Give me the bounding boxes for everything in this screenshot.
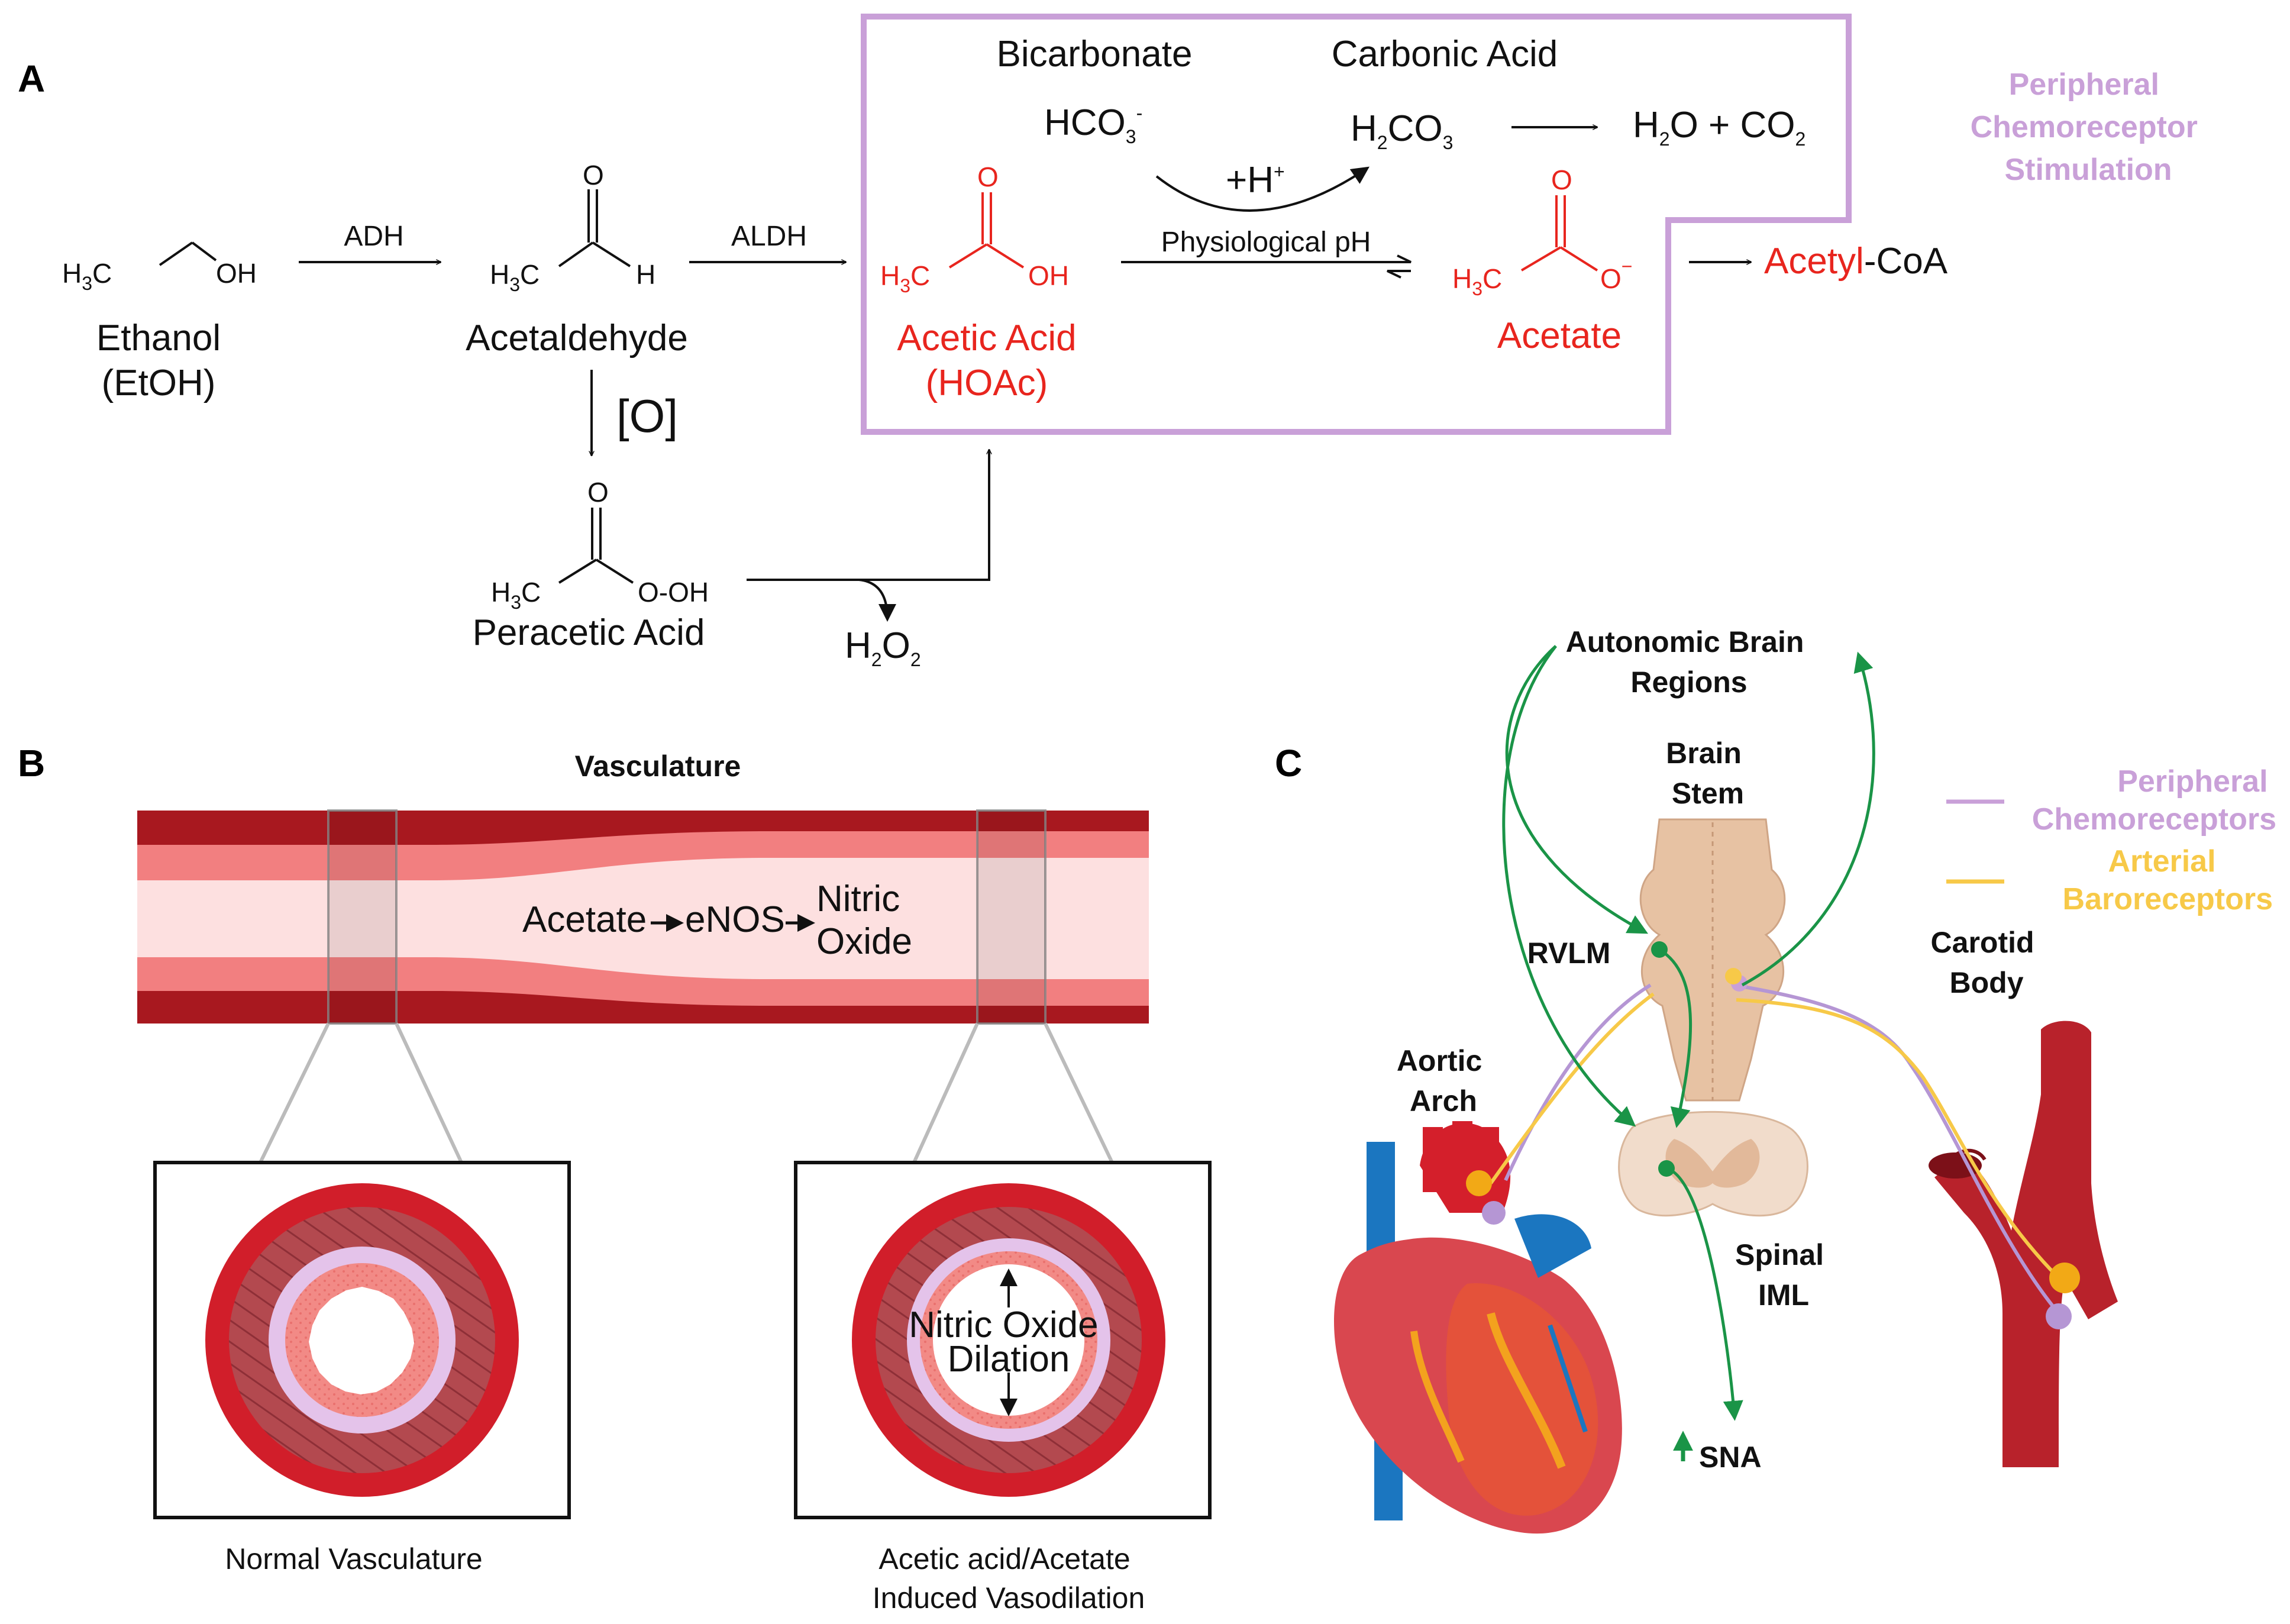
panel-a: A Peripheral Chemoreceptor Stimulation H… [18,14,2207,670]
ethanol-oh: OH [216,258,257,289]
acetaldehyde-ch3: H3C [490,259,540,295]
nitric-oxide-dilation-label: Nitric Oxide Dilation [909,1305,1109,1380]
ethanol-abbr: (EtOH) [102,363,216,403]
h2o2-release-arrow [858,579,896,622]
autonomic-brain-regions-label: Autonomic Brain Regions [1566,625,1813,699]
water-co2-label: H2O + CO2 [1633,105,1805,150]
pathway-acetate: Acetate [522,899,647,940]
reflex-pathway [1502,645,1875,1421]
equilibrium-arrows [1121,254,1412,279]
acetaldehyde-h: H [636,259,655,290]
spinal-iml-label: Spinal IML [1735,1238,1832,1312]
acetate-label: Acetate [1497,315,1622,356]
rvlm-label: RVLM [1527,937,1611,970]
brainstem-to-autonomic-arrow [1741,651,1875,987]
oxidation-label: [O] [616,390,678,442]
panel-letter-c: C [1275,742,1302,784]
bicarbonate-label: Bicarbonate [997,34,1193,75]
peracetic-ooh: O-OH [638,577,709,608]
carotid-body-label: Carotid Body [1931,926,2043,999]
pathway-oxide: Oxide [816,921,912,962]
panel-c: C Autonomic Brain Regions Brain Stem RVL… [1275,625,2276,1534]
peracetic-acid-label: Peracetic Acid [473,612,705,653]
zoom-line-dilated-left [912,1022,979,1164]
baroreceptor-fibres [1466,968,2080,1293]
panel-b: B Vasculature Acetate eNOS Nitric Oxide [18,742,1212,1615]
peracetic-o: O [587,477,609,508]
carbonic-acid-label: Carbonic Acid [1332,34,1558,75]
brainstem-illustration [1639,818,1786,1102]
ethanol-structure: H3C OH [62,241,257,294]
proton-label: +H+ [1226,160,1285,201]
aortic-arch-label: Aortic Arch [1397,1044,1490,1118]
panel-letter-a: A [18,57,45,100]
autonomic-to-rvlm-arrow [1505,645,1648,934]
legend-chemo-label: Peripheral Chemoreceptors [2032,764,2276,837]
heart-illustration [1334,1121,1622,1534]
pathway-enos: eNOS [685,899,785,940]
acetaldehyde-o: O [583,160,604,191]
zoom-line-dilated-right [1044,1022,1114,1164]
legend: Peripheral Chemoreceptors Arterial Baror… [1946,764,2276,916]
spinal-to-sna-arrow [1666,1167,1743,1421]
adh-label: ADH [344,221,403,252]
zoom-line-normal-right [395,1022,463,1164]
peracetic-ch3: H3C [491,577,541,613]
acetic-o: O [977,162,999,192]
acetic-acid-structure: H3C O OH [880,162,1069,296]
brain-stem-label: Brain Stem [1666,737,1750,810]
normal-vasculature-caption: Normal Vasculature [225,1542,482,1575]
ethanol-label: Ethanol [96,318,221,359]
stimulation-label: Peripheral Chemoreceptor Stimulation [1971,67,2207,187]
physiological-ph-label: Physiological pH [1161,227,1371,258]
carbonic-acid-formula: H2CO3 [1351,108,1453,153]
sna-label: SNA [1699,1441,1762,1474]
acetyl-coa-label: Acetyl-CoA [1764,241,1948,282]
panel-letter-b: B [18,742,45,784]
acetaldehyde-label: Acetaldehyde [466,318,688,359]
zoom-line-normal-left [259,1022,330,1164]
acetate-ch3: H3C [1452,263,1502,299]
chemoreceptor-stimulation-box [861,14,1852,435]
acetate-structure: H3C O O− [1452,164,1632,299]
acetic-acid-abbr: (HOAc) [926,363,1048,403]
carotid-artery-illustration [1929,1021,2118,1467]
rvlm-node [1651,941,1668,958]
peracetic-to-acetic-arrow [747,450,989,581]
acetic-acid-label: Acetic Acid [897,318,1076,359]
aldh-label: ALDH [731,221,807,252]
spinal-cord-illustration [1618,1110,1808,1217]
acetate-o: O [1551,164,1572,195]
proton-arrow [1155,166,1370,212]
acetaldehyde-structure: H3C O H [490,160,655,295]
dilated-vessel-cross-section [794,1161,1212,1519]
vasculature-title: Vasculature [575,750,741,783]
normal-vessel-cross-section [153,1161,571,1519]
rvlm-to-spinal-arrow [1658,948,1693,1128]
pathway-nitric: Nitric [816,879,900,919]
bicarbonate-formula: HCO3- [1044,102,1142,147]
h2o2-label: H2O2 [845,625,921,670]
acetic-oh: OH [1028,260,1069,291]
induced-vasodilation-caption: Acetic acid/Acetate Induced Vasodilation [873,1542,1145,1615]
legend-baro-label: Arterial Baroreceptors [2063,844,2273,916]
autonomic-to-spinal-arrow [1502,645,1636,1127]
peracetic-acid-structure: H3C O O-OH [491,477,709,613]
ethanol-ch3: H3C [62,258,112,294]
acetic-ch3: H3C [880,260,930,296]
blood-vessel [137,809,1149,1025]
iml-node [1658,1160,1675,1177]
acetate-o-minus: O− [1600,256,1632,294]
